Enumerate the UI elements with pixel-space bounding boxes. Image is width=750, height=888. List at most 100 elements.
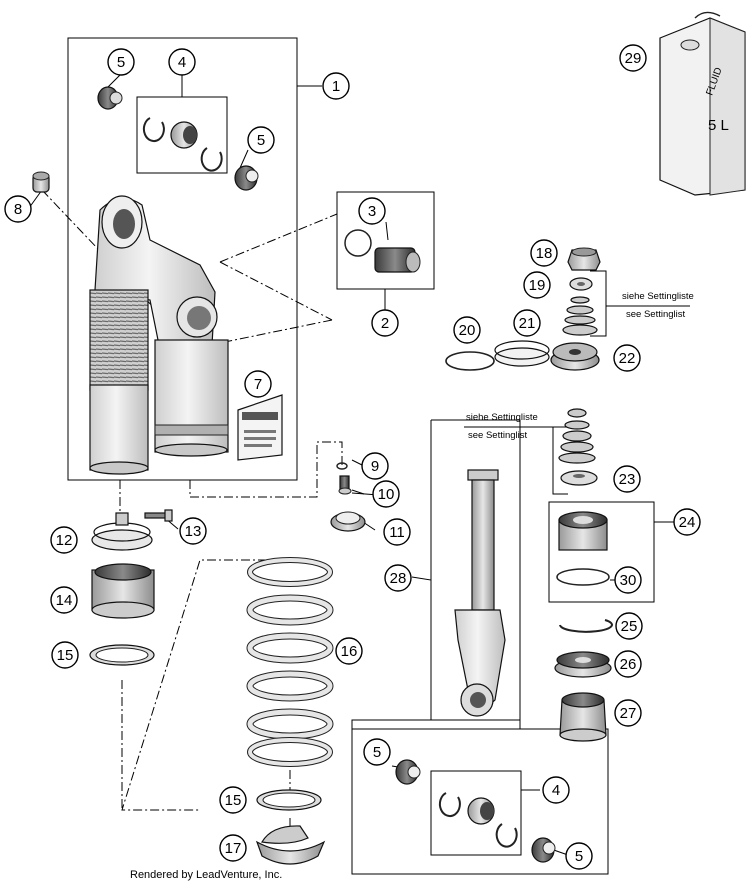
bushing-part-top xyxy=(97,86,123,110)
callout-circle xyxy=(4,195,32,223)
bleed-screw-part xyxy=(32,171,50,193)
callout-4: 4 xyxy=(542,776,570,804)
callout-17: 17 xyxy=(219,834,247,862)
valve-core-part xyxy=(338,475,352,495)
render-credit: Rendered by LeadVenture, Inc. xyxy=(130,869,283,881)
callout-circle xyxy=(361,452,389,480)
callout-circle xyxy=(219,786,247,814)
callout-24: 24 xyxy=(673,508,701,536)
callout-number: 23 xyxy=(619,471,636,488)
callout-4: 4 xyxy=(168,48,196,76)
piston-box xyxy=(548,501,655,603)
callout-circle xyxy=(179,517,207,545)
callout-5: 5 xyxy=(565,842,593,870)
piston-band-part xyxy=(494,340,550,367)
bushing-part-top-right xyxy=(234,165,259,191)
callout-30: 30 xyxy=(614,566,642,594)
callout-5: 5 xyxy=(107,48,135,76)
bushing-part-bottom-right xyxy=(531,837,556,863)
fluid-can-part: FLUID 5 L xyxy=(659,11,746,196)
callout-circle xyxy=(530,239,558,267)
callout-circle xyxy=(335,637,363,665)
callout-number: 1 xyxy=(332,78,340,95)
callout-number: 17 xyxy=(225,840,242,857)
callout-5: 5 xyxy=(247,126,275,154)
callout-circle xyxy=(513,309,541,337)
callout-number: 5 xyxy=(257,132,265,149)
callout-number: 4 xyxy=(552,782,560,799)
callout-circle xyxy=(372,480,400,508)
callout-26: 26 xyxy=(614,650,642,678)
callout-9: 9 xyxy=(361,452,389,480)
clamp-ring-part xyxy=(91,512,153,551)
callout-circle xyxy=(542,776,570,804)
coil-spring-part xyxy=(246,557,334,767)
callout-number: 20 xyxy=(459,322,476,339)
callout-15: 15 xyxy=(219,786,247,814)
valve-box xyxy=(336,191,435,290)
piston-part xyxy=(550,342,600,371)
shim-stack-top xyxy=(562,296,598,336)
nut-part xyxy=(567,247,601,271)
callout-number: 18 xyxy=(536,245,553,262)
bushing-part-bottom xyxy=(395,759,421,785)
valve-body-part xyxy=(558,511,608,551)
note-settinglist-en-bottom: see Settinglist xyxy=(468,430,528,441)
callout-number: 26 xyxy=(620,656,637,673)
callout-3: 3 xyxy=(358,197,386,225)
circlip-sleeve-set-bottom xyxy=(438,792,518,848)
callout-16: 16 xyxy=(335,637,363,665)
bushing-kit-box-bottom-inner xyxy=(430,770,522,856)
circlip-sleeve-set-top xyxy=(142,117,223,172)
spring-washer-part-lower xyxy=(256,789,322,811)
callout-21: 21 xyxy=(513,309,541,337)
bushing-kit-box-bottom-outer xyxy=(351,728,609,875)
shock-assembly-frame xyxy=(67,37,298,481)
callout-circle xyxy=(247,126,275,154)
callout-5: 5 xyxy=(363,738,391,766)
callout-number: 22 xyxy=(619,350,636,367)
callout-circle xyxy=(453,316,481,344)
callout-circle xyxy=(615,612,643,640)
callout-number: 7 xyxy=(254,376,262,393)
callout-circle xyxy=(322,72,350,100)
callout-circle xyxy=(50,526,78,554)
callout-number: 13 xyxy=(185,523,202,540)
shock-absorber-body xyxy=(89,195,229,475)
callout-circle xyxy=(614,650,642,678)
callout-number: 11 xyxy=(389,524,405,541)
callout-18: 18 xyxy=(530,239,558,267)
adjuster-valve-part xyxy=(344,229,421,273)
callout-number: 24 xyxy=(679,514,696,531)
callout-circle xyxy=(619,44,647,72)
valve-o-ring-part xyxy=(556,568,610,586)
bump-rubber-part xyxy=(559,692,607,742)
callout-number: 27 xyxy=(620,705,637,722)
callout-circle xyxy=(363,738,391,766)
spring-washer-part xyxy=(89,644,155,666)
callout-number: 21 xyxy=(519,315,536,332)
washer-part-23 xyxy=(560,470,598,486)
callout-14: 14 xyxy=(50,586,78,614)
callout-circle xyxy=(107,48,135,76)
callout-number: 4 xyxy=(178,54,186,71)
callout-circle xyxy=(244,370,272,398)
reservoir-cap-part xyxy=(330,511,366,532)
callout-number: 15 xyxy=(57,647,74,664)
note-settinglist-de-bottom: siehe Settingliste xyxy=(466,412,538,423)
callout-11: 11 xyxy=(383,518,411,546)
note-settinglist-de-top: siehe Settingliste xyxy=(622,291,694,302)
spring-retainer-part xyxy=(255,825,326,865)
callout-number: 15 xyxy=(225,792,242,809)
callout-number: 8 xyxy=(14,201,22,218)
callout-number: 5 xyxy=(575,848,583,865)
callout-circle xyxy=(613,465,641,493)
callout-13: 13 xyxy=(179,517,207,545)
callout-number: 12 xyxy=(56,532,73,549)
callout-circle xyxy=(523,271,551,299)
callout-number: 16 xyxy=(341,643,358,660)
small-o-ring-part xyxy=(336,462,348,470)
callout-23: 23 xyxy=(613,465,641,493)
